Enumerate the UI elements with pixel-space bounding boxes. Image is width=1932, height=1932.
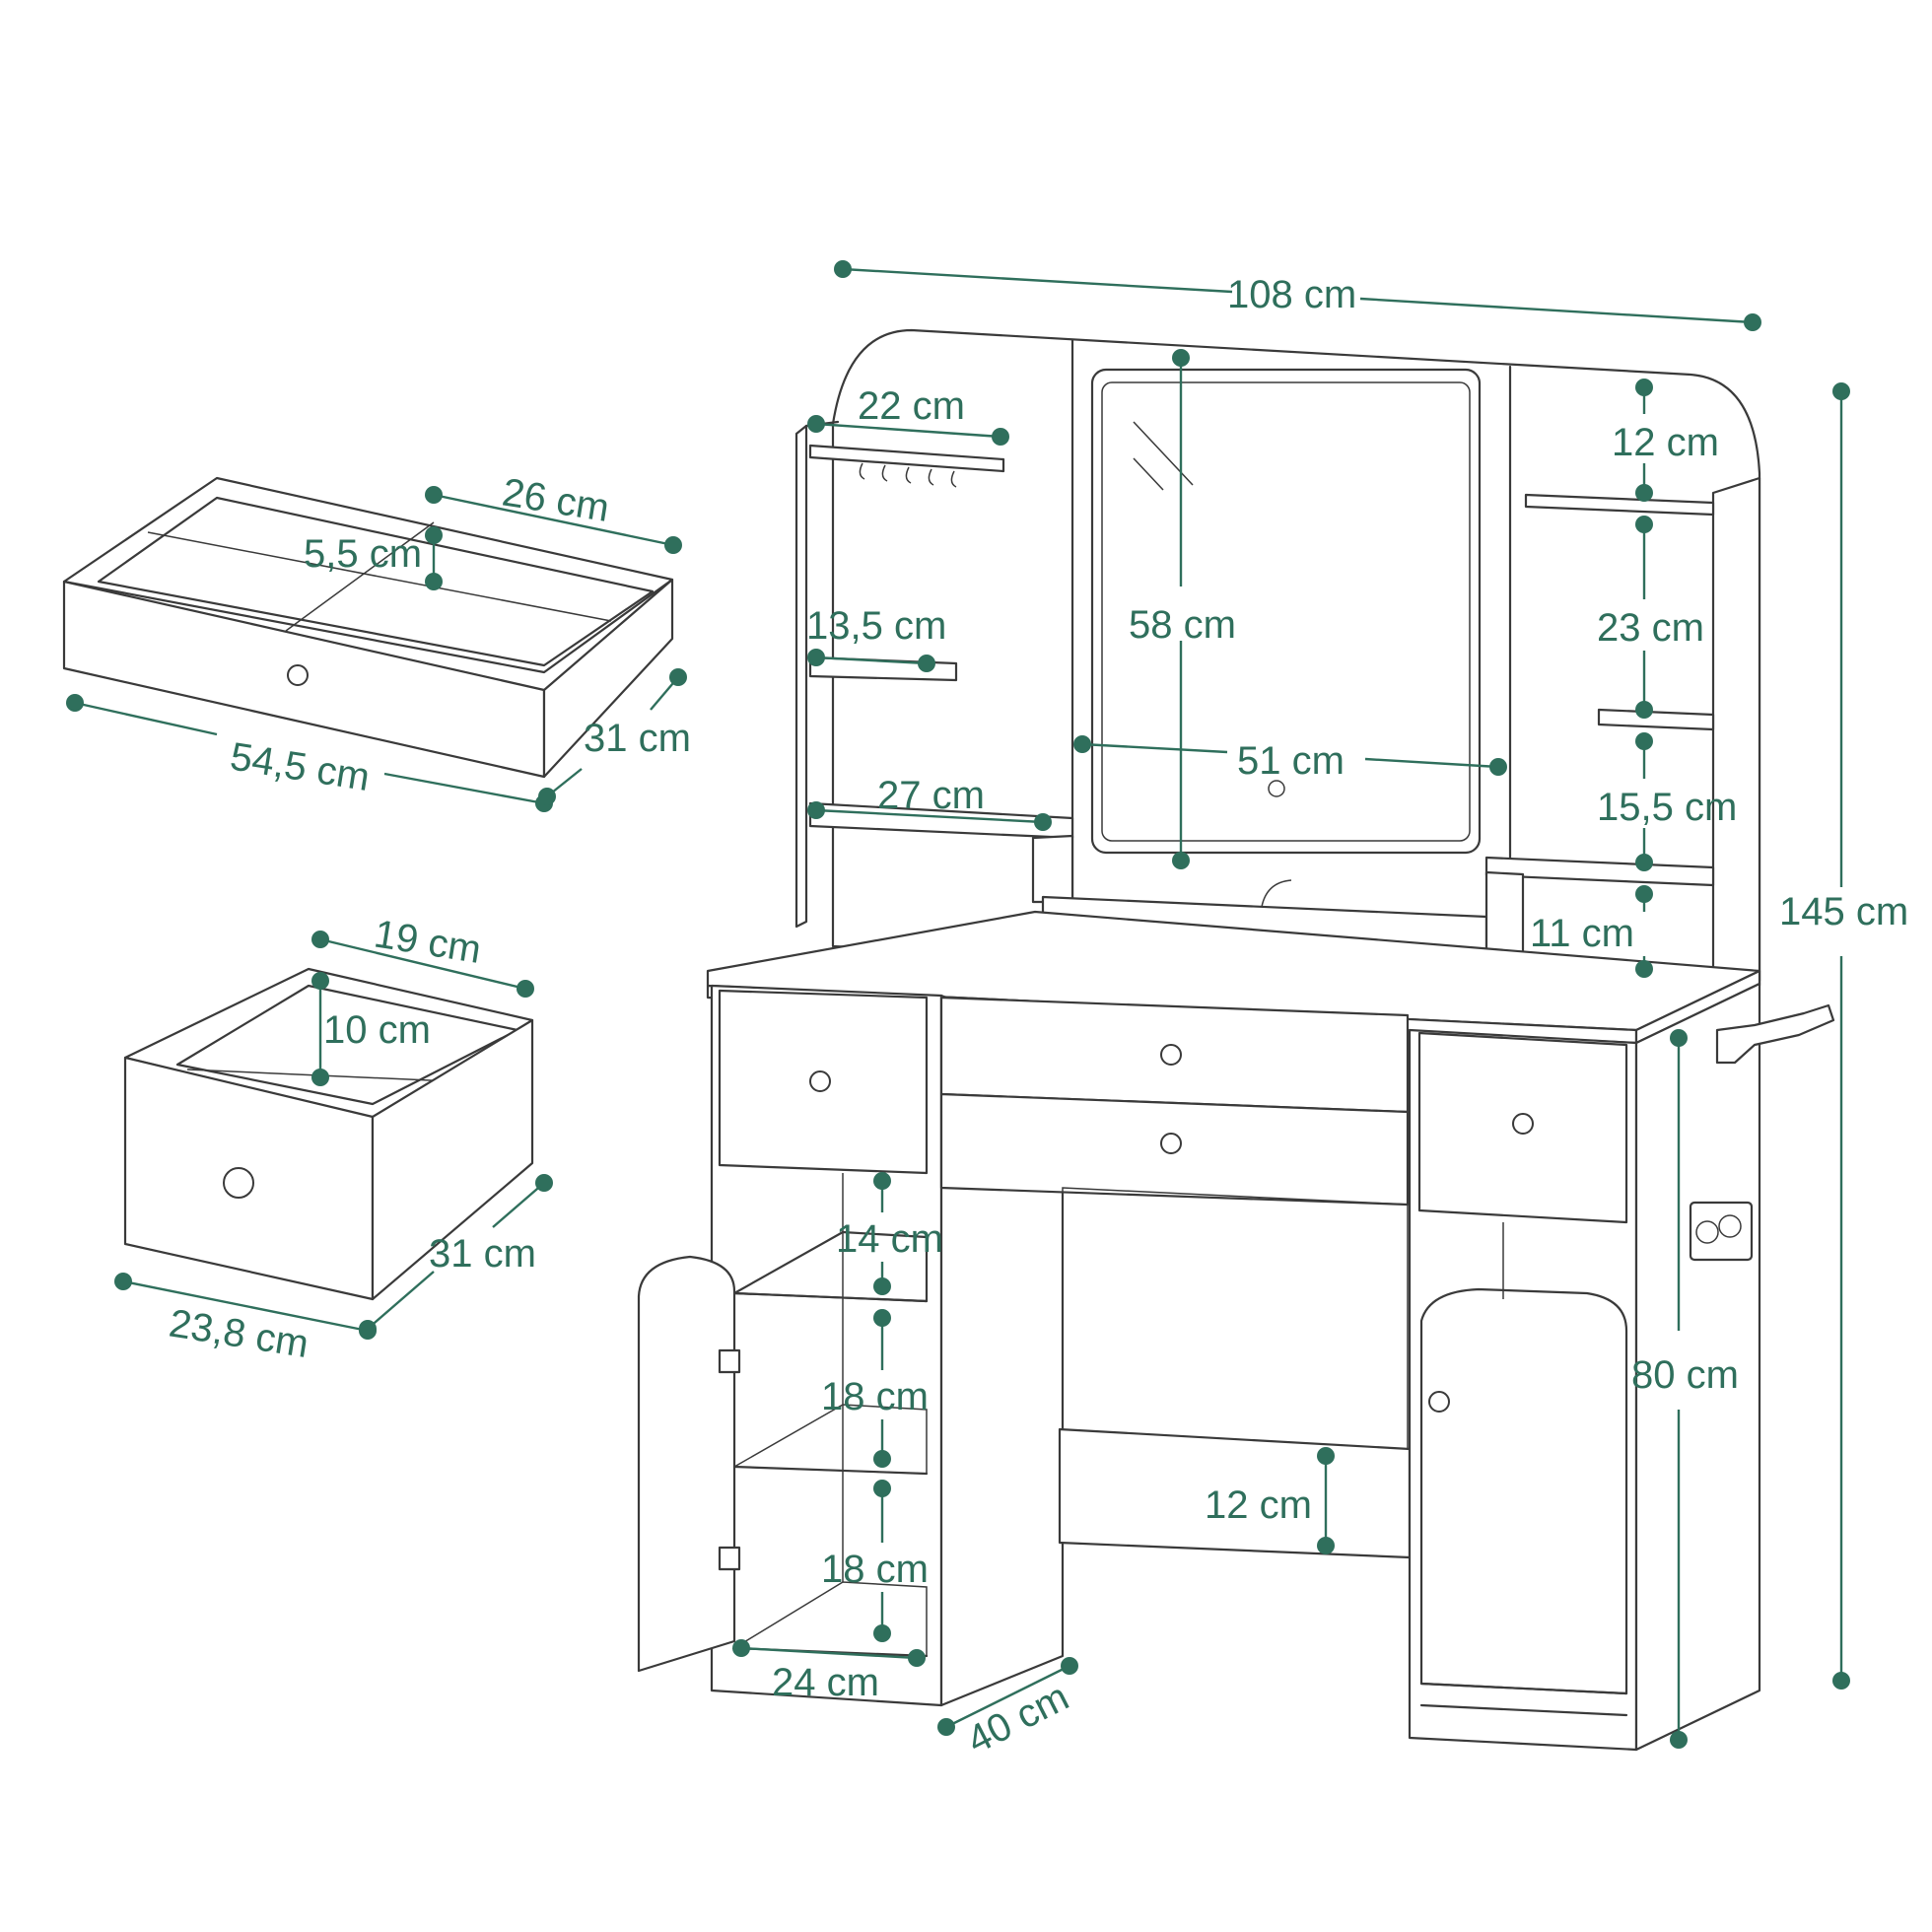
hook-icons xyxy=(859,462,957,488)
label-left-small-shelf: 13,5 cm xyxy=(806,604,946,648)
label-large-drawer-inner: 26 cm xyxy=(500,470,612,529)
dimension-labels: 108 cm 145 cm 80 cm 40 cm 58 cm 51 cm 22… xyxy=(167,273,1909,1762)
label-cab-gap3: 18 cm xyxy=(821,1548,929,1591)
label-hook-shelf: 22 cm xyxy=(858,384,965,428)
label-cab-gap1: 14 cm xyxy=(836,1217,943,1261)
right-cabinet-door xyxy=(1419,1287,1628,1695)
hook-shelf xyxy=(808,444,1005,473)
door-knob-icon xyxy=(1428,1391,1450,1413)
right-mid-shelf xyxy=(1597,708,1715,731)
small-drawer xyxy=(123,967,534,1301)
mirror xyxy=(1090,368,1482,855)
label-cab-gap2: 18 cm xyxy=(821,1375,929,1418)
touch-switch-icon xyxy=(1268,780,1285,797)
label-width-total: 108 cm xyxy=(1227,273,1356,316)
label-cab-width: 24 cm xyxy=(772,1661,879,1704)
label-large-drawer-depth: 31 cm xyxy=(584,717,691,760)
label-right-gap-low: 15,5 cm xyxy=(1597,786,1737,829)
label-legroom-board: 12 cm xyxy=(1205,1484,1312,1527)
hair-dryer-holder xyxy=(1715,1003,1835,1065)
hinge-icon xyxy=(718,1348,741,1374)
label-right-gap-bottom: 11 cm xyxy=(1530,912,1634,955)
label-small-drawer-depth: 31 cm xyxy=(429,1232,536,1276)
label-mirror-width: 51 cm xyxy=(1237,739,1345,783)
vanity-desk xyxy=(637,910,1835,1752)
label-height-total: 145 cm xyxy=(1779,890,1908,933)
drawer-knob-icon xyxy=(1512,1113,1534,1135)
label-small-drawer-inner: 19 cm xyxy=(372,912,484,971)
large-drawer xyxy=(62,476,674,779)
label-desk-height: 80 cm xyxy=(1631,1353,1739,1397)
label-large-drawer-width: 54,5 cm xyxy=(228,734,373,799)
right-top-shelf xyxy=(1524,493,1715,517)
hinge-icon xyxy=(718,1546,741,1571)
left-cabinet-door xyxy=(637,1255,736,1673)
outlet-icon xyxy=(1718,1214,1742,1238)
label-right-gap-top: 12 cm xyxy=(1612,421,1719,464)
label-mirror-height: 58 cm xyxy=(1129,603,1236,647)
label-small-drawer-width: 23,8 cm xyxy=(167,1301,311,1366)
outlet-icon xyxy=(1695,1220,1719,1244)
label-right-gap-mid: 23 cm xyxy=(1597,606,1704,650)
drawer-knob-icon xyxy=(1160,1133,1182,1154)
dimension-lines xyxy=(66,260,1850,1749)
drawer-knob-icon xyxy=(223,1167,254,1199)
label-left-long-shelf: 27 cm xyxy=(877,774,985,817)
label-large-drawer-height: 5,5 cm xyxy=(304,532,422,576)
drawer-knob-icon xyxy=(809,1070,831,1092)
drawer-knob-icon xyxy=(287,664,309,686)
vanity-hutch xyxy=(794,328,1761,988)
label-small-drawer-height: 10 cm xyxy=(323,1008,431,1052)
drawer-knob-icon xyxy=(1160,1044,1182,1066)
